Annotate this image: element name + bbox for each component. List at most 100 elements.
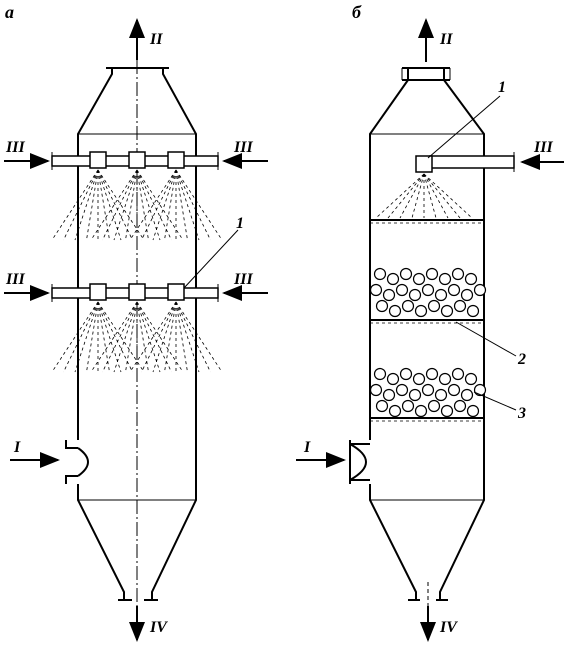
panel-a-spray-cones [51, 169, 223, 373]
packing-ball [460, 288, 474, 302]
packing-ball [382, 388, 396, 402]
spray-line [97, 301, 145, 373]
spray-line [152, 169, 177, 241]
panel-b-callout-grid: 2 [517, 351, 526, 368]
spray-line [175, 169, 188, 241]
nozzle-icon [167, 151, 185, 169]
spray-line [175, 169, 200, 241]
panel-a-callout-line [183, 229, 239, 289]
packing-ball [434, 388, 448, 402]
packing-ball [460, 388, 474, 402]
packing-ball [473, 283, 487, 297]
nozzle-icon [128, 283, 146, 301]
packing-ball [375, 299, 389, 313]
panel-a-label-liquid-in-l1: III [5, 139, 25, 156]
panel-b-grid-1 [370, 219, 484, 224]
panel-a-letter: а [5, 2, 14, 22]
spray-line [175, 301, 223, 373]
panel-b-gas-inlet [349, 440, 370, 484]
panel-a-vessel [77, 68, 197, 600]
panel-a-spray-tier-1 [51, 151, 219, 170]
panel-b-label-liquid-out: IV [439, 619, 458, 636]
spray-line [97, 169, 122, 241]
packing-ball [414, 404, 428, 418]
packing-ball [373, 367, 387, 381]
packing-ball [395, 383, 409, 397]
packing-ball [425, 267, 439, 281]
packing-ball [412, 372, 426, 386]
spray-line [129, 301, 177, 373]
panel-a-label-liquid-in-r1: III [233, 139, 253, 156]
spray-line [423, 173, 449, 219]
panel-a-label-liquid-in-r2: III [233, 271, 253, 288]
panel-a-callout-nozzle: 1 [236, 215, 244, 232]
packing-ball [447, 283, 461, 297]
packing-ball [434, 288, 448, 302]
spray-line [51, 301, 99, 373]
spray-line [164, 169, 177, 241]
spray-line [152, 301, 177, 373]
spray-line [175, 301, 200, 373]
packing-ball [399, 267, 413, 281]
spray-line [164, 301, 177, 373]
packing-ball [375, 399, 389, 413]
spray-line [129, 169, 177, 241]
panel-b-callout-nozzle: 1 [498, 79, 506, 96]
packing-ball [447, 383, 461, 397]
spray-line [125, 301, 138, 373]
panel-b-top-flange [402, 67, 450, 81]
packing-ball [412, 272, 426, 286]
spray-line [136, 169, 172, 241]
packing-ball [453, 399, 467, 413]
panel-b-grid-3 [370, 417, 484, 422]
packing-ball [386, 272, 400, 286]
spray-line [375, 173, 425, 219]
spray-line [63, 169, 99, 241]
nozzle-icon [167, 283, 185, 301]
packing-ball [451, 367, 465, 381]
packing-ball [386, 372, 400, 386]
panel-b-spray-header [415, 152, 515, 173]
panel-b-label-gas-in: I [303, 439, 311, 456]
spray-line [102, 301, 138, 373]
packing-ball [414, 304, 428, 318]
packing-ball [466, 304, 480, 318]
packing-ball [473, 383, 487, 397]
spray-line [63, 301, 99, 373]
spray-line [141, 169, 177, 241]
packing-ball [369, 283, 383, 297]
panel-b-label-liquid-in: III [533, 139, 553, 156]
panel-b-callout-line-3 [473, 391, 517, 411]
spray-line [411, 173, 425, 219]
packing-ball [440, 304, 454, 318]
nozzle-icon [128, 151, 146, 169]
panel-b-callout-line-1 [427, 95, 501, 159]
packing-ball [464, 372, 478, 386]
spray-line [136, 301, 172, 373]
spray-line [113, 301, 138, 373]
spray-line [423, 173, 461, 219]
packing-ball [395, 283, 409, 297]
panel-a-label-gas-out: II [149, 31, 163, 48]
packing-ball [421, 383, 435, 397]
spray-line [423, 173, 473, 219]
packing-ball [401, 399, 415, 413]
spray-line [423, 173, 437, 219]
spray-line [136, 301, 184, 373]
panel-b-spray-cone [375, 173, 473, 219]
spray-line [86, 301, 99, 373]
spray-line [97, 301, 133, 373]
spray-line [102, 169, 138, 241]
nozzle-icon [415, 155, 433, 173]
spray-line [125, 169, 138, 241]
panel-a-label-liquid-out: IV [149, 619, 168, 636]
panel-b-packing [369, 267, 487, 418]
spray-line [97, 169, 145, 241]
packing-ball [440, 404, 454, 418]
packing-ball [401, 299, 415, 313]
spray-line [175, 301, 188, 373]
packing-ball [427, 299, 441, 313]
panel-a-label-liquid-in-l2: III [5, 271, 25, 288]
packing-ball [438, 372, 452, 386]
